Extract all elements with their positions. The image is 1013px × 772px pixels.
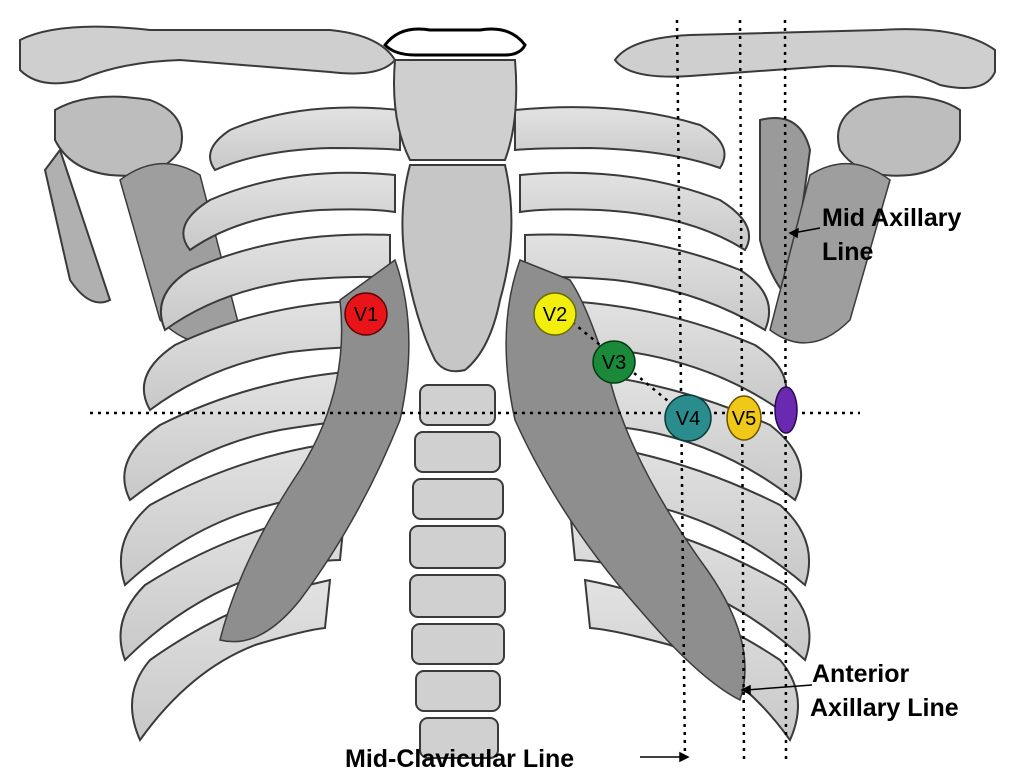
electrode-v4: V4 [665, 395, 711, 441]
mid-axillary-label-line1: Mid Axillary [822, 204, 961, 232]
mid-clavicular-label: Mid-Clavicular Line [345, 745, 574, 772]
electrode-v5-label: V5 [732, 408, 756, 430]
spine [410, 385, 505, 758]
anterior-axillary-label-line1: Anterior [812, 660, 910, 688]
electrode-v3-label: V3 [602, 352, 626, 374]
electrode-v2: V2 [534, 293, 576, 335]
electrode-v2-label: V2 [543, 304, 567, 326]
electrode-v4-label: V4 [676, 408, 700, 430]
electrode-v1-label: V1 [354, 304, 378, 326]
anterior-axillary-label-line2: Axillary Line [810, 694, 959, 722]
electrode-v1: V1 [345, 293, 387, 335]
electrode-v6 [775, 387, 797, 433]
mid-axillary-label-line2: Line [822, 238, 873, 266]
electrode-v5: V5 [727, 396, 761, 440]
electrode-v3: V3 [593, 341, 635, 383]
